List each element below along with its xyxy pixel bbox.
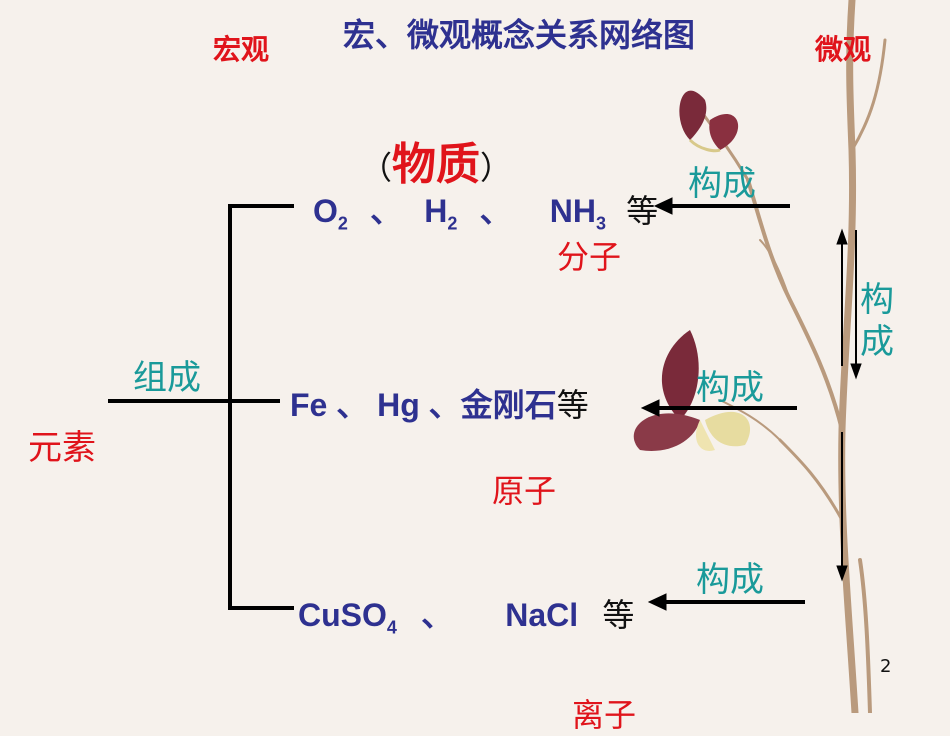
page-number: 2 — [880, 656, 892, 677]
arrow-head-down — [850, 363, 862, 380]
paren-open: （ — [360, 149, 393, 187]
page-title: 宏、微观概念关系网络图 — [343, 17, 696, 53]
bracket-bottom-line — [228, 606, 294, 610]
constitute-label-ion: 构成 — [696, 560, 764, 600]
bracket-vertical-line — [228, 204, 232, 610]
substance-label: 物质 — [392, 139, 481, 190]
paren-close: ） — [480, 149, 513, 187]
leaf-top — [679, 90, 739, 153]
atom-examples: Fe 、 Hg 、金刚石等 — [290, 386, 589, 424]
element-label: 元素 — [28, 428, 96, 468]
constitute-vertical-1: 构 — [860, 280, 894, 320]
formula-h2: H — [424, 193, 448, 229]
arrow-head-atoms — [640, 399, 660, 417]
molecule-examples: O2 、 H2 、 NH3 等 — [313, 192, 659, 234]
arrow-head-up — [836, 228, 848, 245]
arrow-head-molecules — [653, 197, 673, 215]
arrow-head-down-ion — [836, 565, 848, 582]
macro-label: 宏观 — [213, 33, 270, 66]
branch-decoration — [633, 0, 887, 713]
compose-label: 组成 — [133, 358, 201, 398]
formula-nh3: NH — [549, 193, 596, 229]
formula-nacl: NaCl — [505, 597, 579, 633]
formula-o2: O — [313, 193, 338, 229]
arrows-layer — [640, 197, 862, 611]
constitute-label-molecule: 构成 — [688, 164, 756, 204]
micro-label: 微观 — [815, 33, 872, 66]
formula-cuso4: CuSO — [298, 597, 387, 633]
leaf-middle — [633, 330, 751, 451]
ion-examples: CuSO4 、 NaCl 等 — [298, 596, 635, 638]
arrow-head-ions — [647, 593, 667, 611]
constitute-vertical-2: 成 — [860, 322, 894, 362]
bracket-top-line — [228, 204, 294, 208]
atom-label: 原子 — [492, 472, 557, 510]
constitute-label-atom: 构成 — [696, 368, 764, 408]
substance-heading: （物质） — [360, 128, 512, 192]
bracket-middle-line — [108, 399, 280, 403]
molecule-label: 分子 — [557, 238, 622, 276]
